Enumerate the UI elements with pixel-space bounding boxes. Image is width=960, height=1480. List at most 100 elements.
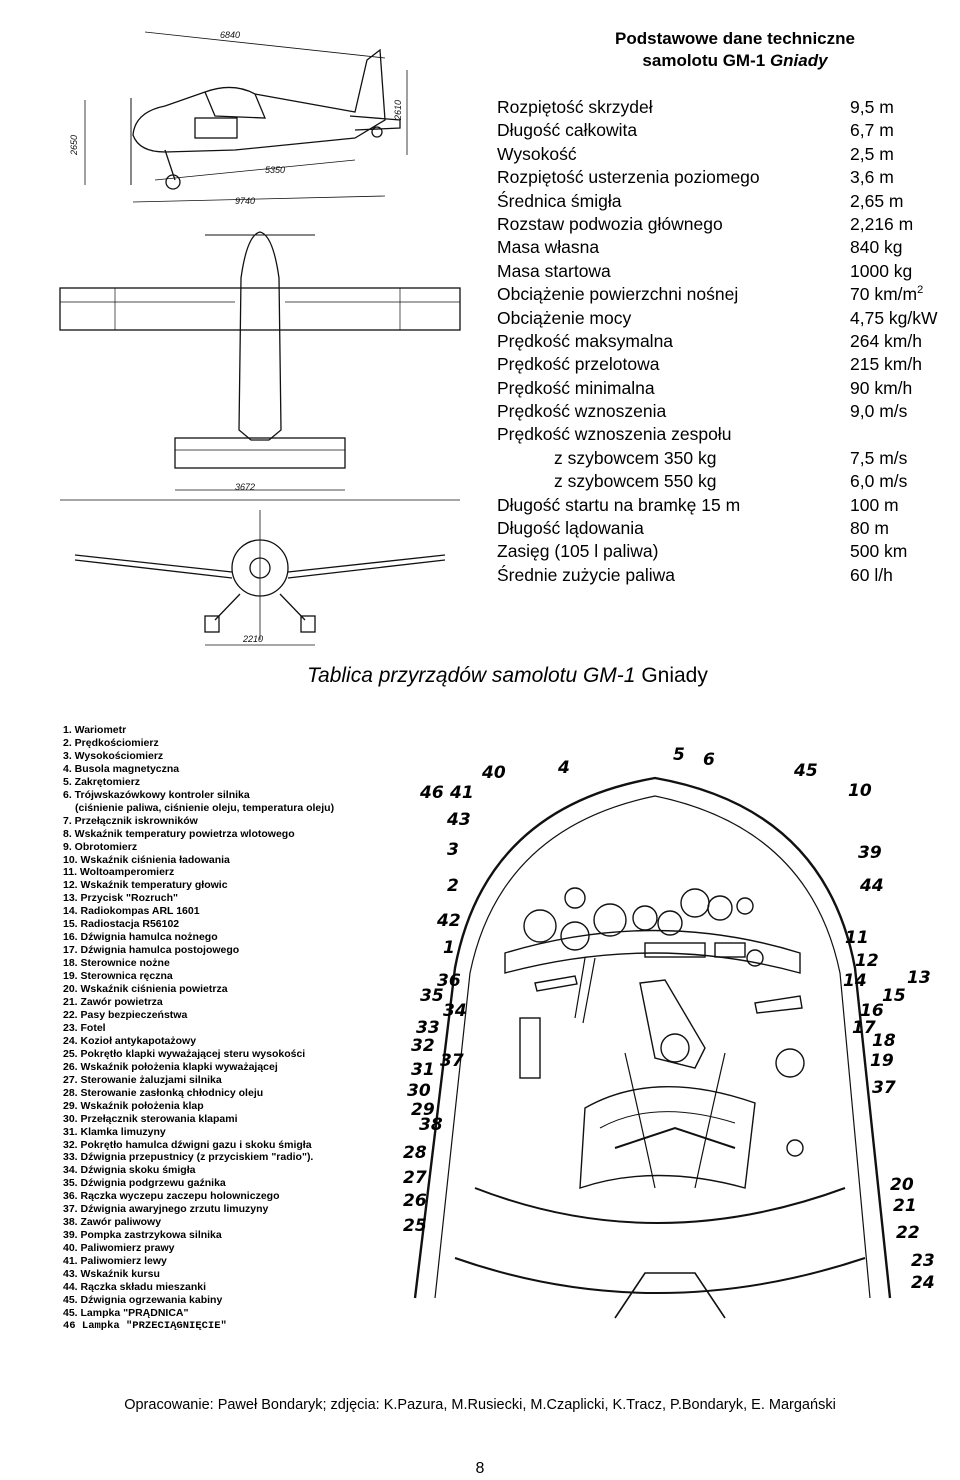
spec-label: Masa własna (497, 237, 600, 258)
legend-item: 41. Paliwomierz lewy (63, 1255, 167, 1268)
spec-value-text: 264 km/h (850, 330, 922, 351)
spec-value: 2,65 m (850, 190, 904, 213)
spec-value-text: 60 l/h (850, 564, 893, 585)
legend-item: 26. Wskaźnik położenia klapki wyważające… (63, 1060, 278, 1073)
callout-number: 14 (843, 971, 867, 991)
legend-item: 6. Trójwskazówkowy kontroler silnika (63, 788, 250, 801)
spec-label: z szybowcem 350 kg (554, 447, 717, 468)
legend-item: (ciśnienie paliwa, ciśnienie oleju, temp… (75, 801, 335, 814)
spec-label: Prędkość maksymalna (497, 330, 674, 351)
callout-number: 13 (907, 968, 931, 988)
callout-number: 34 (443, 1001, 467, 1021)
spec-value-text: 90 km/h (850, 377, 913, 398)
legend-item: 12. Wskaźnik temperatury głowic (63, 879, 228, 892)
dim-height: 2610 (393, 100, 403, 121)
callout-number: 31 (411, 1060, 435, 1080)
legend-item: 5. Zakrętomierz (63, 775, 141, 788)
spec-label: z szybowcem 550 kg (554, 471, 717, 492)
spec-value: 7,5 m/s (850, 447, 907, 470)
callout-number: 30 (407, 1081, 431, 1101)
callout-number: 43 (447, 810, 471, 830)
legend-item: 36. Rączka wyczepu zaczepu holowniczego (63, 1190, 280, 1203)
callout-number: 32 (411, 1036, 435, 1056)
spec-value-text: 100 m (850, 494, 899, 515)
legend-item: 19. Sterownica ręczna (63, 970, 173, 983)
spec-label: Obciążenie powierzchni nośnej (497, 284, 739, 305)
spec-value: 840 kg (850, 236, 903, 259)
spec-label: Rozpiętość skrzydeł (497, 97, 653, 117)
dim-propeller: 2650 (69, 135, 79, 156)
legend-item: 21. Zawór powietrza (63, 996, 163, 1009)
legend-item: 22. Pasy bezpieczeństwa (63, 1008, 188, 1021)
legend-item: 3. Wysokościomierz (63, 749, 164, 762)
callout-number: 15 (882, 986, 906, 1006)
legend-item: 7. Przełącznik iskrowników (63, 814, 198, 827)
spec-value: 2,216 m (850, 213, 913, 236)
spec-value: 264 km/h (850, 330, 922, 353)
page-number: 8 (475, 1460, 485, 1477)
spec-title: Podstawowe dane techniczne samolotu GM-1… (560, 28, 910, 72)
spec-label: Prędkość wznoszenia (497, 401, 667, 422)
legend-item: 15. Radiostacja R56102 (63, 918, 180, 931)
credits: Opracowanie: Paweł Bondaryk; zdjęcia: K.… (124, 1397, 836, 1413)
callout-number: 25 (403, 1216, 427, 1236)
spec-label: Rozstaw podwozia głównego (497, 213, 723, 234)
legend-item: 8. Wskaźnik temperatury powietrza wlotow… (63, 827, 295, 840)
spec-label: Masa startowa (497, 260, 611, 281)
legend-item: 45. Lampka "PRĄDNICA" (63, 1306, 189, 1319)
legend-item: 31. Klamka limuzyny (63, 1125, 166, 1138)
spec-value-text: 840 kg (850, 237, 903, 258)
callout-number: 33 (416, 1018, 440, 1038)
legend-item: 4. Busola magnetyczna (63, 762, 180, 775)
spec-label: Długość całkowita (497, 120, 638, 141)
callout-number: 21 (893, 1196, 917, 1216)
section-title: Tablica przyrządów samolotu GM-1 Gniady (0, 664, 960, 688)
legend-item: 34. Dźwignia skoku śmigła (63, 1164, 196, 1177)
aircraft-three-view-drawing: 6840 2650 2610 5350 9740 3672 (59, 30, 461, 646)
callout-number: 28 (403, 1143, 427, 1163)
legend-item: 39. Pompka zastrzykowa silnika (63, 1229, 222, 1242)
spec-value-text: 2,5 m (850, 143, 894, 164)
legend-item: 11. Woltoamperomierz (63, 866, 175, 879)
legend-item: 25. Pokrętło klapki wyważającej steru wy… (63, 1047, 306, 1060)
callout-number: 10 (848, 781, 872, 801)
front-view: 2210 (74, 510, 446, 646)
spec-value: 500 km (850, 540, 907, 563)
spec-value-text: 500 km (850, 541, 908, 562)
legend-item: 14. Radiokompas ARL 1601 (63, 905, 200, 918)
callout-number: 40 (482, 763, 506, 783)
spec-value: 6,7 m (850, 119, 894, 142)
spec-row: Długość całkowita 6,7 m (497, 119, 957, 142)
spec-value: 6,0 m/s (850, 470, 907, 493)
dim-length-2: 9740 (235, 196, 255, 206)
callout-number: 16 (860, 1001, 884, 1021)
legend-item: 28. Sterowanie zasłonką chłodnicy oleju (63, 1086, 264, 1099)
spec-row: Prędkość wznoszenia 9,0 m/s (497, 400, 957, 423)
legend-item: 9. Obrotomierz (63, 840, 138, 853)
legend-item: 1. Wariometr (63, 724, 127, 736)
dim-length: 6840 (220, 30, 240, 40)
callout-number: 39 (858, 843, 882, 863)
spec-label: Rozpiętość usterzenia poziomego (497, 167, 760, 188)
legend-item: 46 Lampka "PRZECIĄGNIĘCIE" (63, 1319, 227, 1332)
spec-row: Prędkość maksymalna 264 km/h (497, 330, 957, 353)
legend-item: 17. Dźwignia hamulca postojowego (63, 944, 240, 957)
spec-value-text: 9,0 m/s (850, 401, 908, 422)
spec-value-text: 215 km/h (850, 354, 922, 375)
spec-value: 4,75 kg/kW (850, 307, 938, 330)
dim-tail-span: 3672 (235, 482, 255, 492)
legend-item: 29. Wskaźnik położenia klap (63, 1099, 204, 1112)
legend-item: 18. Sterownice nożne (63, 957, 170, 970)
legend-item: 44. Rączka składu mieszanki (63, 1280, 206, 1293)
callout-number: 23 (911, 1251, 935, 1271)
callout-number: 26 (403, 1191, 427, 1211)
spec-row: z szybowcem 550 kg 6,0 m/s (497, 470, 957, 493)
section-title-normal: Gniady (635, 664, 708, 687)
